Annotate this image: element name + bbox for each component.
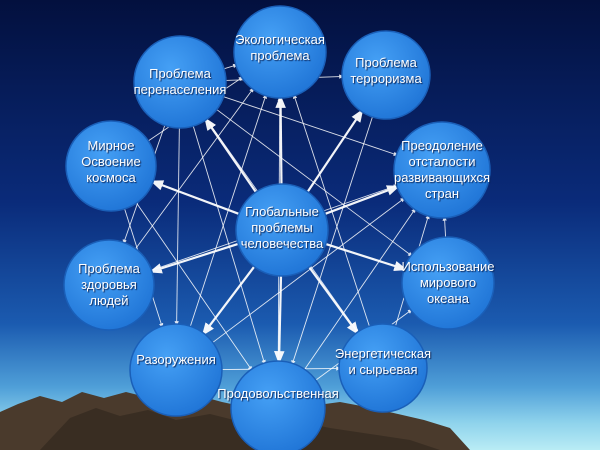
link-center-to-health (148, 241, 243, 274)
node-terrorism (341, 30, 431, 120)
link-disarmament-to-backwardness (209, 197, 406, 346)
link-terrorism-to-food (291, 112, 375, 366)
link-center-to-terrorism (304, 108, 364, 196)
link-center-to-backwardness (320, 185, 401, 217)
link-center-to-energy (305, 263, 360, 336)
node-health (63, 239, 155, 331)
node-ecology (233, 5, 327, 99)
node-energy (338, 323, 428, 413)
node-ocean (401, 236, 495, 330)
link-food-to-backwardness (302, 207, 417, 373)
node-center (235, 183, 329, 277)
link-center-to-disarmament (201, 262, 258, 336)
node-overpopulation (133, 35, 227, 129)
link-overpopulation-to-ocean (213, 106, 414, 257)
link-disarmament-to-ecology (188, 93, 267, 331)
link-center-to-ecology (275, 94, 286, 189)
node-disarmament (129, 323, 223, 417)
link-overpopulation-to-disarmament (174, 123, 180, 327)
link-overpopulation-to-backwardness (219, 94, 399, 156)
link-center-to-food (273, 271, 285, 365)
node-backwardness (393, 121, 491, 219)
node-food (230, 360, 326, 450)
link-center-to-overpopulation (204, 117, 260, 197)
link-health-to-ecology (132, 87, 255, 253)
link-energy-to-ecology (293, 93, 372, 331)
link-center-to-space (150, 180, 244, 217)
link-center-to-ocean (321, 241, 408, 272)
link-space-to-food (133, 199, 253, 372)
nodes-layer (63, 5, 495, 450)
node-space (65, 120, 157, 212)
